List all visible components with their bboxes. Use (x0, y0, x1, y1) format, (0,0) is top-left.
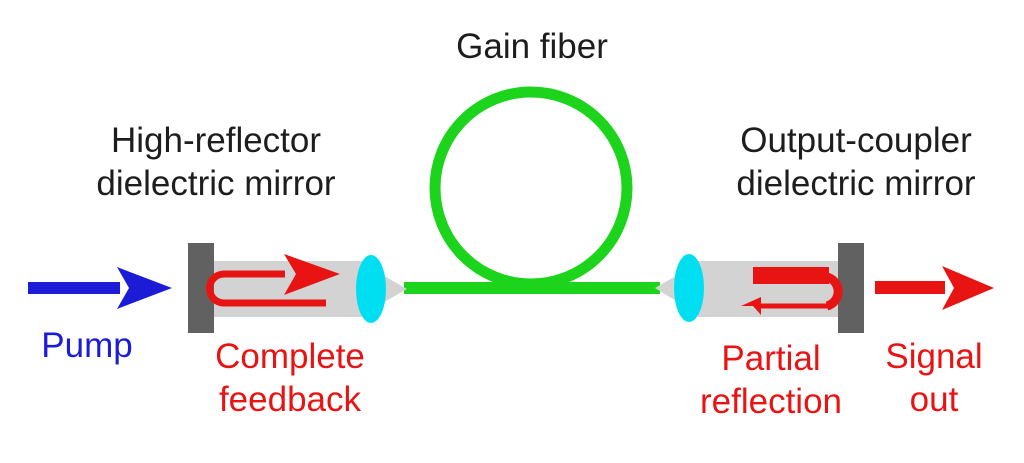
output-coupler-label-line2: dielectric mirror (736, 163, 976, 203)
signal-out-label: Signal out (885, 336, 982, 421)
high-reflector-label: High-reflector dielectric mirror (96, 120, 335, 205)
gain-fiber-loop (429, 86, 633, 290)
partial-reflection-turn (825, 272, 843, 311)
high-reflector-label-line1: High-reflector (110, 121, 322, 160)
pump-label: Pump (41, 326, 133, 365)
right-lens (674, 254, 704, 322)
partial-reflection-label-line1: Partial (721, 339, 821, 378)
partial-reflection-label: Partial reflection (700, 338, 842, 423)
signal-out-arrow-head (942, 266, 994, 310)
pump-arrow-head (117, 267, 172, 309)
partial-reflection-label-line2: reflection (699, 381, 843, 421)
output-coupler-label: Output-coupler dielectric mirror (736, 120, 975, 205)
left-lens (356, 255, 386, 323)
complete-feedback-label: Complete feedback (215, 336, 365, 421)
complete-feedback-arrow-head (284, 254, 340, 295)
intracavity-beam-bar (753, 267, 829, 284)
complete-feedback-path (206, 270, 326, 307)
signal-out-label-line2: out (909, 379, 959, 419)
gain-fiber-label: Gain fiber (456, 27, 608, 66)
signal-out-label-line1: Signal (885, 337, 983, 376)
complete-feedback-label-line1: Complete (215, 337, 365, 376)
signal-out-arrow-shaft (875, 281, 945, 294)
complete-feedback-label-line2: feedback (218, 379, 362, 419)
pump-arrow-shaft (28, 282, 120, 294)
output-coupler-label-line1: Output-coupler (740, 121, 972, 160)
partial-reflection-arrow-head (741, 297, 761, 315)
high-reflector-label-line2: dielectric mirror (96, 163, 336, 203)
